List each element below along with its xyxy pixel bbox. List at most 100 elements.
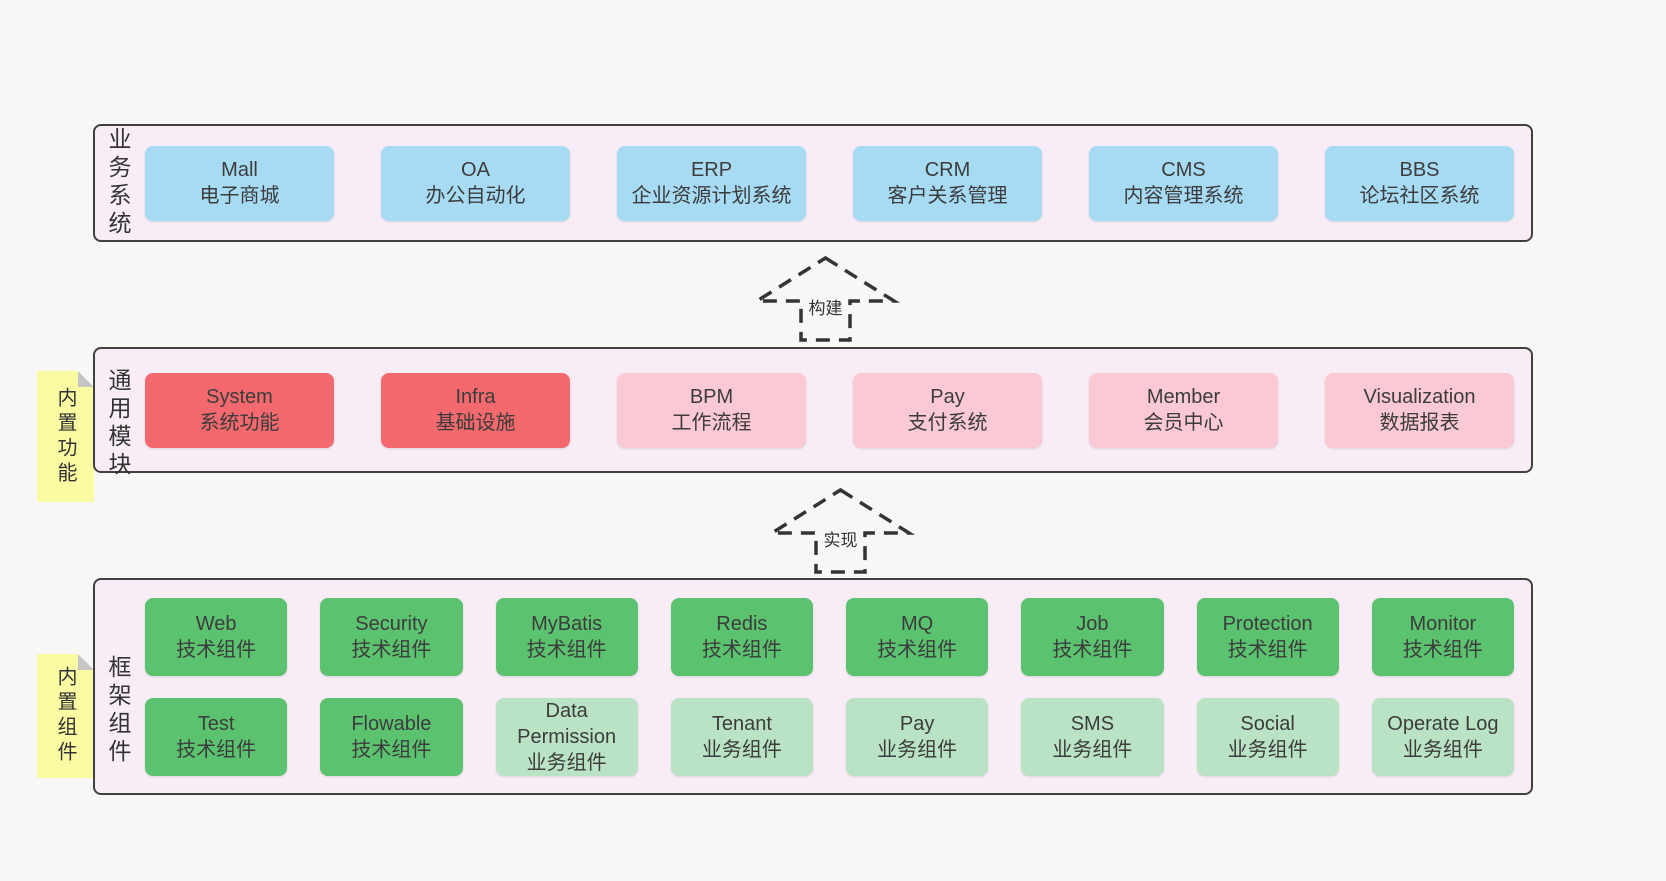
module-box: Pay 支付系统 — [853, 372, 1042, 448]
module-box-title: System — [206, 386, 273, 408]
module-box: Redis 技术组件 — [670, 597, 813, 676]
module-box-title: Data Permission — [517, 699, 617, 748]
module-box-title: ERP — [690, 159, 733, 181]
module-box-title: CRM — [924, 159, 971, 181]
module-box-title: BBS — [1399, 159, 1440, 181]
module-box: Tenant 业务组件 — [670, 697, 813, 776]
module-box-subtitle: 技术组件 — [351, 638, 432, 661]
arrow-label: 实现 — [818, 525, 863, 552]
implement-arrow: 实现 — [765, 487, 916, 575]
module-box: Protection 技术组件 — [1196, 597, 1339, 676]
module-box-title: CMS — [1161, 159, 1206, 181]
module-box-subtitle: 工作流程 — [671, 412, 752, 434]
module-box: Social 业务组件 — [1196, 697, 1339, 776]
module-box-title: Security — [355, 612, 428, 635]
module-box-subtitle: 技术组件 — [1052, 638, 1133, 661]
arrow-label: 构建 — [803, 293, 848, 320]
module-box-subtitle: 业务组件 — [877, 738, 958, 761]
module-box: System 系统功能 — [145, 372, 334, 448]
box-row: Mall 电子商城 OA 办公自动化 ERP 企业资源计划系统 CRM 客户关系管理 CMS 内容… — [145, 145, 1514, 221]
module-box-title: Test — [197, 712, 235, 735]
module-box-subtitle: 客户关系管理 — [887, 185, 1008, 207]
sticky-note-label: 内置功能 — [54, 386, 76, 487]
module-box-subtitle: 技术组件 — [526, 638, 607, 661]
module-box: Member 会员中心 — [1089, 372, 1278, 448]
module-box-title: Redis — [716, 612, 768, 635]
module-box: ERP 企业资源计划系统 — [617, 145, 806, 221]
module-box-title: Tenant — [711, 712, 772, 735]
module-box-title: Pay — [930, 386, 965, 408]
sticky-note-built-in-components: 内置组件 — [37, 654, 94, 778]
module-box-subtitle: 系统功能 — [199, 412, 280, 434]
module-box: Flowable 技术组件 — [320, 697, 463, 776]
module-box-title: Protection — [1222, 612, 1313, 635]
module-box: Web 技术组件 — [145, 597, 288, 676]
module-box-subtitle: 数据报表 — [1379, 412, 1460, 434]
module-box-subtitle: 电子商城 — [199, 185, 280, 207]
module-box-title: OA — [461, 159, 490, 181]
module-box-title: Monitor — [1409, 612, 1477, 635]
module-box-subtitle: 会员中心 — [1143, 412, 1224, 434]
module-box-subtitle: 业务组件 — [1402, 738, 1483, 761]
module-box: Data Permission 业务组件 — [495, 697, 638, 776]
module-box-title: SMS — [1070, 712, 1115, 735]
dashed-up-arrow-icon — [765, 487, 916, 574]
module-box-subtitle: 业务组件 — [526, 751, 607, 774]
module-box: CMS 内容管理系统 — [1089, 145, 1278, 221]
module-box: Operate Log 业务组件 — [1371, 697, 1514, 776]
section-label: 通用模块 — [105, 368, 131, 480]
module-box-subtitle: 业务组件 — [1227, 738, 1308, 761]
module-box: CRM 客户关系管理 — [853, 145, 1042, 221]
module-box-subtitle: 内容管理系统 — [1123, 185, 1244, 207]
module-box: MQ 技术组件 — [846, 597, 989, 676]
module-box-subtitle: 技术组件 — [351, 738, 432, 761]
module-box-subtitle: 企业资源计划系统 — [631, 185, 792, 207]
sticky-note-built-in-features: 内置功能 — [37, 371, 94, 502]
module-box-subtitle: 技术组件 — [701, 638, 782, 661]
box-rows: Mall 电子商城 OA 办公自动化 ERP 企业资源计划系统 CRM 客户关系管理 CMS 内容… — [95, 126, 1531, 240]
module-box-subtitle: 办公自动化 — [425, 185, 526, 207]
module-box-title: Flowable — [351, 712, 432, 735]
module-box: BPM 工作流程 — [617, 372, 806, 448]
module-box: Job 技术组件 — [1021, 597, 1164, 676]
module-box-subtitle: 基础设施 — [435, 412, 516, 434]
module-box-title: Pay — [899, 712, 935, 735]
module-box-subtitle: 技术组件 — [1227, 638, 1308, 661]
module-box: Visualization 数据报表 — [1325, 372, 1514, 448]
module-box-title: Social — [1240, 712, 1295, 735]
module-box-title: Web — [195, 612, 237, 635]
module-box-title: BPM — [689, 386, 734, 408]
sticky-note-label: 内置组件 — [54, 666, 76, 766]
module-box-subtitle: 技术组件 — [1402, 638, 1483, 661]
section-label: 业务系统 — [105, 127, 131, 239]
module-box-subtitle: 支付系统 — [907, 412, 988, 434]
module-box-title: Job — [1076, 612, 1109, 635]
module-box: Pay 业务组件 — [846, 697, 989, 776]
module-box: Test 技术组件 — [145, 697, 288, 776]
module-box-title: Mall — [221, 159, 258, 181]
module-box-title: Operate Log — [1387, 712, 1499, 735]
module-box: OA 办公自动化 — [381, 145, 570, 221]
module-box-title: MQ — [901, 612, 934, 635]
module-box: MyBatis 技术组件 — [495, 597, 638, 676]
module-box: Mall 电子商城 — [145, 145, 334, 221]
module-box-title: Member — [1146, 386, 1221, 408]
module-box-subtitle: 技术组件 — [176, 738, 257, 761]
module-box: Security 技术组件 — [320, 597, 463, 676]
section-label: 框架组件 — [105, 654, 131, 767]
module-box-title: MyBatis — [531, 612, 603, 635]
module-box-subtitle: 技术组件 — [877, 638, 958, 661]
module-box-title: Visualization — [1363, 386, 1476, 408]
module-box-subtitle: 技术组件 — [176, 638, 257, 661]
module-box-subtitle: 业务组件 — [1052, 738, 1133, 761]
module-box-subtitle: 业务组件 — [701, 738, 782, 761]
